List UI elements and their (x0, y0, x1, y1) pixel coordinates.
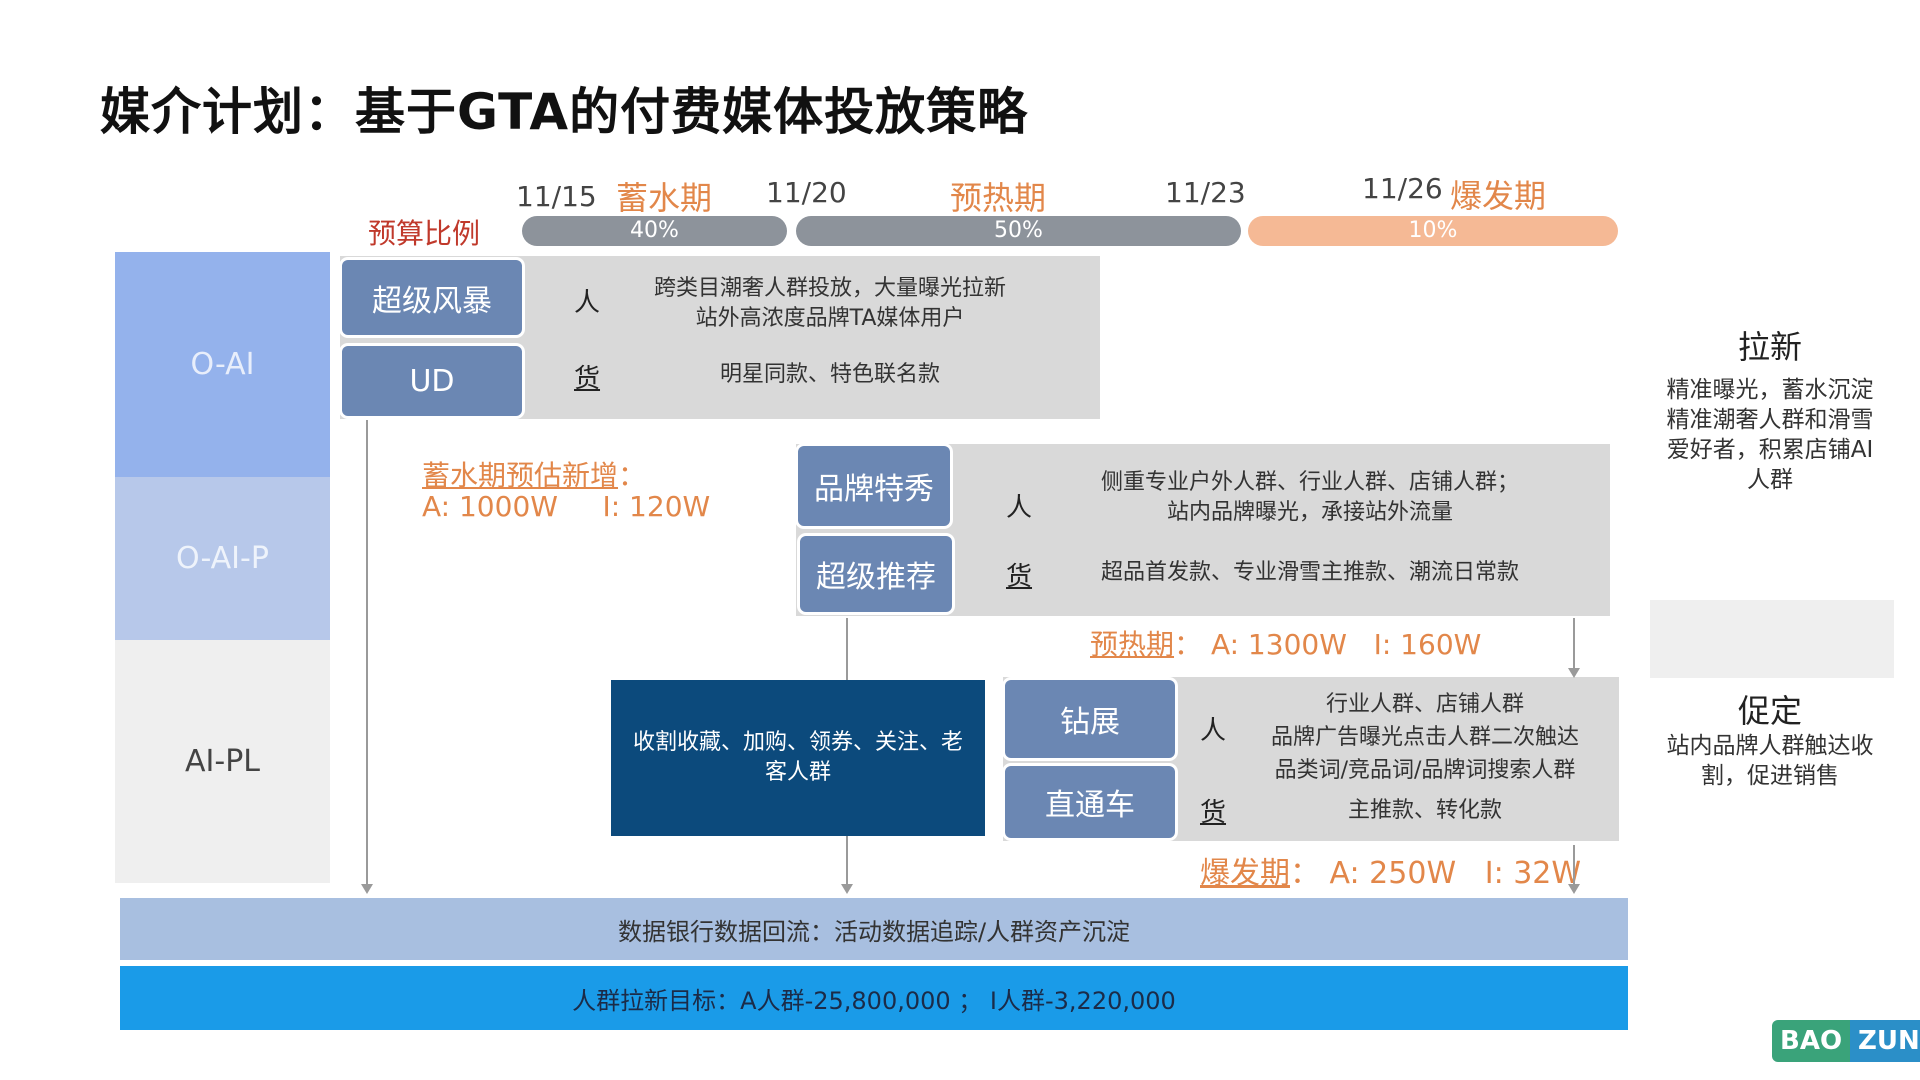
people-text: 侧重专业户外人群、行业人群、店铺人群；站内品牌曝光，承接站外流量 (1100, 470, 1519, 525)
placeholder-box (1650, 600, 1894, 678)
phase-label: 蓄水期 (616, 179, 713, 217)
connector-line (366, 420, 368, 885)
connector-line (1573, 845, 1575, 885)
people-icon: 人 (574, 288, 601, 318)
budget-bar: 40% (522, 216, 787, 246)
goal-text: 站内品牌人群触达收割，促进销售 (1666, 733, 1874, 789)
goods-icon: 货 (1200, 798, 1227, 828)
logo-left: BAO (1772, 1020, 1851, 1062)
audience-column: AI-PL (115, 640, 330, 883)
estimate-line: 爆发期： A: 250W I: 32W (1200, 856, 1582, 891)
estimate-line: 预热期： A: 1300W I: 160W (1090, 628, 1482, 661)
estimate-values: A: 1000W I: 120W (422, 490, 711, 523)
channel-button[interactable]: 超级推荐 (800, 536, 952, 612)
arrow-head (841, 884, 853, 894)
logo-right: ZUN (1850, 1020, 1920, 1062)
date-label: 11/15 (516, 180, 597, 213)
connector-line (846, 618, 848, 680)
arrow-head (361, 884, 373, 894)
date-label: 11/20 (766, 176, 847, 209)
budget-bar: 50% (796, 216, 1241, 246)
arrow-head (1568, 668, 1580, 678)
audience-column: O-AI-P (115, 477, 330, 640)
channel-button[interactable]: UD (342, 346, 522, 416)
date-label: 11/26 (1362, 172, 1443, 205)
audience-column: O-AI (115, 252, 330, 477)
harvest-box: 收割收藏、加购、领券、关注、老客人群 (611, 680, 985, 836)
goal-heading: 促定 (1737, 692, 1802, 730)
arrow-head (1568, 884, 1580, 894)
people-icon: 人 (1200, 716, 1227, 746)
connector-line (846, 836, 848, 884)
date-label: 11/23 (1165, 176, 1246, 209)
goods-text: 主推款、转化款 (1347, 798, 1502, 823)
data-bank-bar: 数据银行数据回流：活动数据追踪/人群资产沉淀 (120, 898, 1628, 960)
channel-button[interactable]: 钻展 (1005, 680, 1175, 758)
goods-icon: 货 (574, 364, 601, 394)
phase-label: 爆发期 (1450, 177, 1547, 215)
people-text: 行业人群、店铺人群品牌广告曝光点击人群二次触达品类词/竞品词/品牌词搜索人群 (1270, 692, 1579, 783)
target-bar: 人群拉新目标：A人群-25,800,000 ； I人群-3,220,000 (120, 966, 1628, 1030)
people-icon: 人 (1006, 493, 1033, 523)
connector-line (1573, 618, 1575, 668)
people-text: 跨类目潮奢人群投放，大量曝光拉新站外高浓度品牌TA媒体用户 (653, 276, 1006, 331)
goods-text: 明星同款、特色联名款 (719, 362, 940, 387)
goal-heading: 拉新 (1737, 328, 1802, 366)
baozun-logo: BAO ZUN (1772, 1020, 1920, 1062)
goods-icon: 货 (1006, 562, 1033, 592)
channel-button[interactable]: 超级风暴 (342, 260, 522, 335)
budget-label: 预算比例 (368, 217, 481, 250)
estimate-label: 蓄水期预估新增： (422, 459, 647, 492)
channel-button[interactable]: 品牌特秀 (798, 446, 950, 526)
goods-text: 超品首发款、专业滑雪主推款、潮流日常款 (1100, 560, 1519, 585)
phase-label: 预热期 (950, 179, 1047, 217)
page-title: 媒介计划：基于GTA的付费媒体投放策略 (100, 83, 1029, 141)
channel-button[interactable]: 直通车 (1005, 766, 1175, 838)
budget-bar: 10% (1248, 216, 1618, 246)
